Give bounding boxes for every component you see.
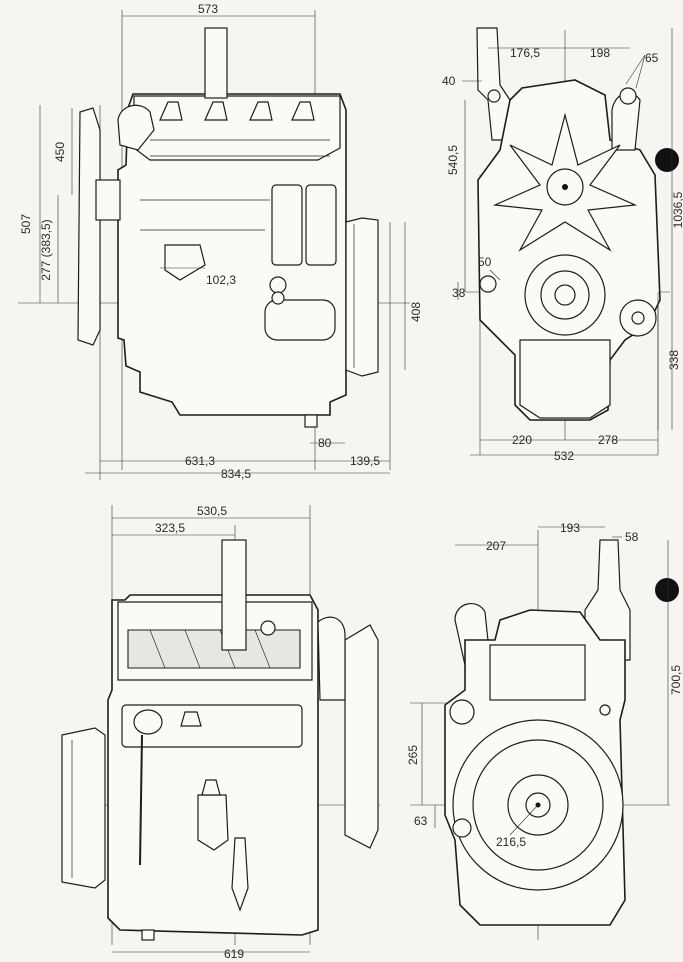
alternator-shaft (631, 311, 645, 325)
intake-manifold (127, 629, 301, 669)
mount-hole (452, 818, 472, 838)
dim-offset-left: 207 (486, 539, 506, 553)
water-pipe (317, 616, 346, 701)
oil-filler (133, 709, 163, 735)
fan-blade (77, 107, 101, 346)
dim-width-left: 220 (512, 433, 532, 447)
dim-flywheel-dia: 216,5 (496, 835, 526, 849)
flywheel (345, 217, 379, 377)
oil-filter (197, 794, 229, 851)
fuel-filter (271, 184, 303, 266)
valve-housing (489, 644, 586, 701)
starter-cap (269, 276, 287, 294)
dim-height-total: 700,5 (669, 665, 683, 695)
dim-hole-offset: 38 (452, 286, 466, 300)
intake-cap (619, 87, 637, 105)
mount-foot (304, 414, 318, 428)
mount-foot (141, 929, 155, 941)
leader-line (625, 54, 646, 85)
dim-length-total: 834,5 (221, 467, 251, 481)
dim-height-total: 1036,5 (671, 191, 683, 228)
fan-blade (344, 624, 379, 849)
mount-hole (479, 275, 497, 293)
dim-length-pulley: 139,5 (350, 454, 380, 468)
dim-width-total: 532 (554, 449, 574, 463)
intake-elbow (117, 104, 155, 151)
dim-height-upper: 540,5 (446, 145, 460, 175)
dim-hole-dia: 50 (478, 255, 492, 269)
dim-pump-offset: 102,3 (206, 273, 236, 287)
starter-motor (264, 299, 336, 341)
dim-base-offset: 80 (318, 436, 332, 450)
fan-star (492, 112, 638, 252)
exhaust-stack (221, 539, 247, 651)
dim-length-base: 619 (224, 947, 244, 961)
dim-exhaust-offset: 323,5 (155, 521, 185, 535)
side-view-right: 530,5 323,5 619 (61, 504, 380, 961)
dim-top-width: 573 (198, 2, 218, 16)
rear-view: 207 193 58 700,5 265 63 216,5 (406, 521, 683, 940)
dim-offset-mid: 193 (560, 521, 580, 535)
starter-cap (271, 291, 285, 305)
dim-pipe-small: 40 (442, 74, 456, 88)
dim-flywheel-height: 265 (406, 745, 420, 765)
drain-valve (231, 837, 249, 912)
exhaust-stack (584, 539, 631, 661)
side-cover (121, 704, 303, 748)
crank-boss (554, 284, 576, 306)
injection-pump (164, 244, 206, 281)
flywheel-housing (61, 727, 106, 889)
breather (180, 711, 202, 727)
dim-width-right: 278 (598, 433, 618, 447)
mount-boss (449, 699, 475, 725)
dim-hole-offset: 63 (414, 814, 428, 828)
dim-height-lower: 277 (383,5) (39, 219, 53, 280)
leader-line (635, 54, 646, 89)
dim-height-fan: 507 (19, 214, 33, 234)
fuel-filter (305, 184, 337, 266)
dim-top-width: 530,5 (197, 504, 227, 518)
black-dot-marker (655, 578, 679, 602)
exhaust-cap (487, 89, 501, 103)
dim-pipe-dia: 65 (645, 51, 659, 65)
thermostat-cap (260, 620, 276, 636)
dim-exhaust-offset: 176,5 (510, 46, 540, 60)
bolt-hole (599, 704, 611, 716)
dipstick-tube (139, 734, 143, 866)
dim-length-main: 631,3 (185, 454, 215, 468)
fan-hub (95, 179, 121, 221)
filter-head (201, 779, 221, 796)
exhaust-stack (204, 27, 228, 99)
dim-base-height: 338 (667, 350, 681, 370)
oil-sump (519, 339, 611, 419)
dim-pipe-spacing: 198 (590, 46, 610, 60)
leader-line (489, 269, 501, 281)
injector-row (159, 101, 315, 121)
leader-line (509, 804, 539, 836)
dim-pulley-height: 408 (409, 302, 423, 322)
dim-height-upper: 450 (53, 142, 67, 162)
dim-pipe-dia: 58 (625, 530, 639, 544)
black-dot-marker (655, 148, 679, 172)
side-view-left: 573 507 450 277 (383,5) 102,3 408 80 631… (18, 2, 423, 481)
front-view: 176,5 198 65 40 540,5 1036,5 50 38 338 2… (442, 27, 683, 463)
